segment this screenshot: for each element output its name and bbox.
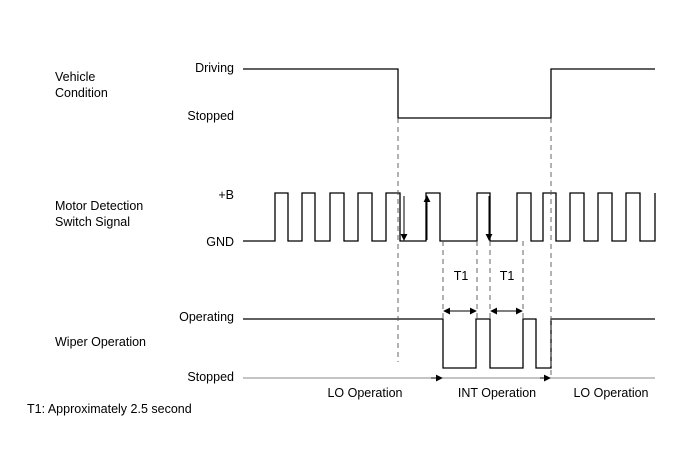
footnote: T1: Approximately 2.5 second bbox=[27, 402, 192, 416]
motor-detection-name-line2: Switch Signal bbox=[55, 215, 130, 229]
vehicle-condition-low-label: Stopped bbox=[187, 109, 234, 123]
wiper-operation-waveform bbox=[243, 318, 655, 369]
vehicle-condition-name-line2: Condition bbox=[55, 86, 108, 100]
t1-label-second: T1 bbox=[500, 269, 515, 283]
motor-detection-name-line1: Motor Detection bbox=[55, 199, 143, 213]
t1-label-first: T1 bbox=[454, 269, 469, 283]
wiper-operation-name: Wiper Operation bbox=[55, 335, 146, 349]
vehicle-condition-waveform bbox=[243, 68, 655, 119]
motor-detection-waveform bbox=[243, 192, 656, 242]
motor-detection-low-label: GND bbox=[206, 235, 234, 249]
timing-guides bbox=[397, 118, 552, 378]
vehicle-condition-high-label: Driving bbox=[195, 61, 234, 75]
operation-label-lo-second: LO Operation bbox=[573, 386, 648, 400]
vehicle-condition-name-line1: Vehicle bbox=[55, 70, 95, 84]
vehicle-condition-name: Vehicle Condition bbox=[55, 70, 108, 100]
motor-detection-high-label: +B bbox=[218, 188, 234, 202]
wiper-operation-low-label: Stopped bbox=[187, 370, 234, 384]
wiper-operation-high-label: Operating bbox=[179, 310, 234, 324]
motor-detection-name: Motor Detection Switch Signal bbox=[55, 199, 147, 229]
operation-label-lo-first: LO Operation bbox=[327, 386, 402, 400]
operation-label-int: INT Operation bbox=[458, 386, 536, 400]
